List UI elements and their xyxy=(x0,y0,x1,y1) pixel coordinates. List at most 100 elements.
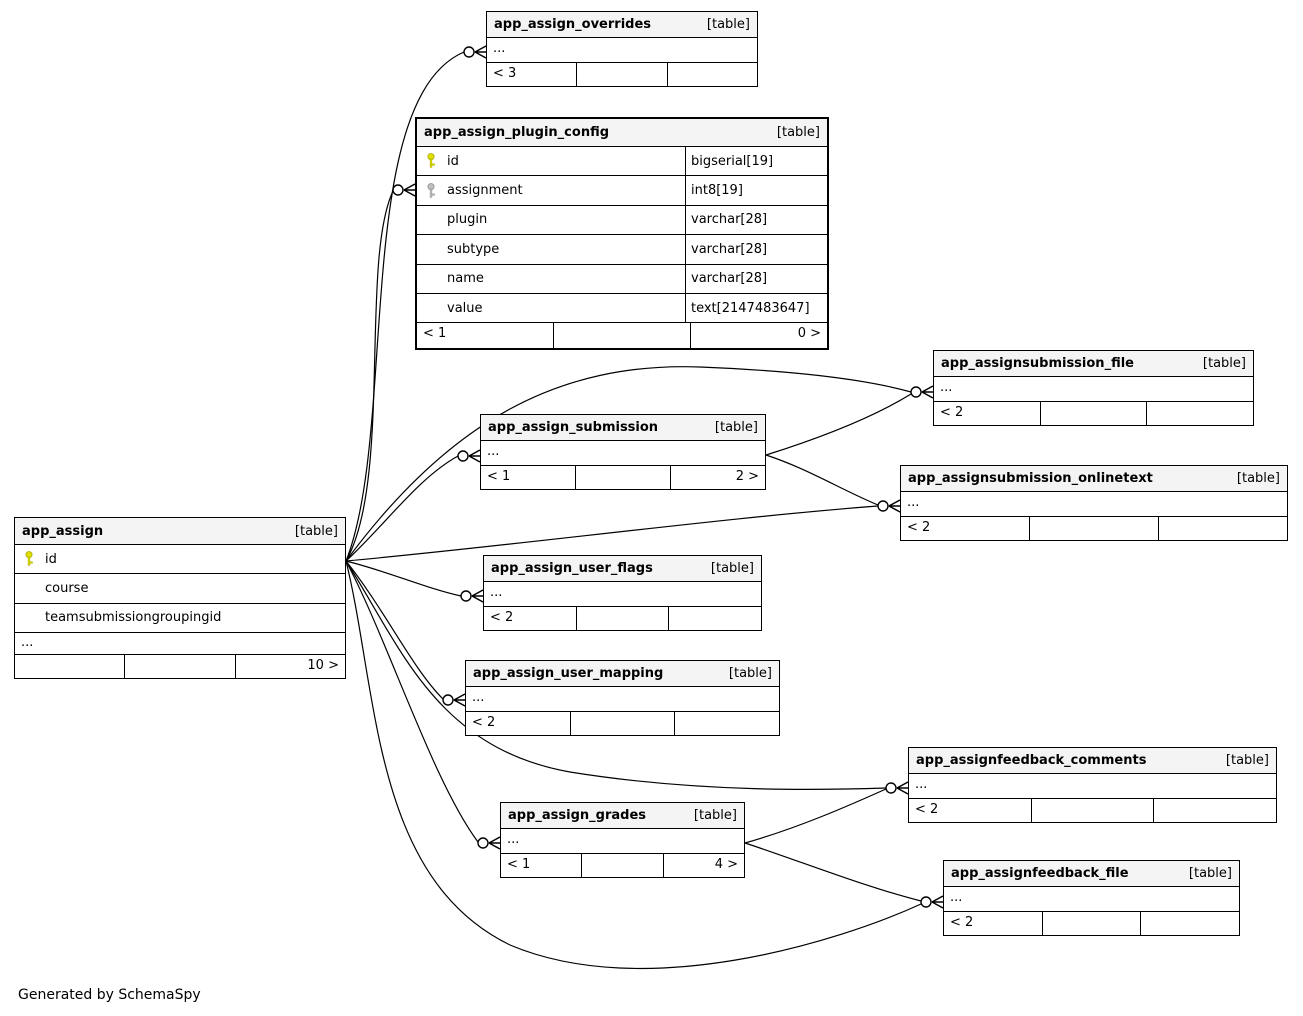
relation-assign-user-flags xyxy=(345,560,462,597)
footer-spacer xyxy=(569,712,675,735)
table-app-assign-user-mapping: app_assign_user_mapping [table] ... < 2 xyxy=(465,660,780,736)
table-header[interactable]: app_assign_user_flags [table] xyxy=(484,556,761,582)
table-header[interactable]: app_assign_user_mapping [table] xyxy=(466,661,779,687)
footer-spacer xyxy=(1039,402,1147,425)
relation-submission-submission-onlinetext xyxy=(765,454,879,506)
column-row-name: name varchar[28] xyxy=(417,264,827,294)
relation-assign-plugin-config xyxy=(345,190,394,562)
footer-spacer xyxy=(1041,912,1141,935)
relation-assign-submission xyxy=(345,455,459,562)
relation-grades-feedback-comments xyxy=(744,788,887,844)
parent-count: < 2 xyxy=(915,802,939,817)
column-type: varchar[28] xyxy=(685,235,827,264)
parent-count: < 2 xyxy=(472,715,496,730)
table-header[interactable]: app_assign_plugin_config [table] xyxy=(417,119,827,147)
table-app-assignfeedback-file: app_assignfeedback_file [table] ... < 2 xyxy=(943,860,1240,936)
collapsed-columns-row: ... xyxy=(934,377,1253,402)
footer-spacer xyxy=(124,655,234,679)
collapsed-columns-row: ... xyxy=(909,774,1276,799)
collapsed-columns-row: ... xyxy=(501,829,744,854)
table-app-assignsubmission-onlinetext: app_assignsubmission_onlinetext [table] … xyxy=(900,465,1288,541)
parent-count: < 2 xyxy=(907,520,931,535)
collapsed-columns-row: ... xyxy=(484,582,761,607)
relation-submission-submission-file xyxy=(765,393,912,456)
table-app-assign-user-flags: app_assign_user_flags [table] ... < 2 xyxy=(483,555,762,631)
column-type: varchar[28] xyxy=(685,264,827,293)
relation-assign-submission-onlinetext xyxy=(345,505,879,562)
foreign-key-icon xyxy=(427,182,435,198)
crowfoot-overrides xyxy=(463,45,487,59)
table-header[interactable]: app_assignsubmission_onlinetext [table] xyxy=(901,466,1287,492)
table-app-assign: app_assign [table] id course teamsubmiss… xyxy=(14,517,346,680)
column-name: id xyxy=(447,153,459,169)
column-row-subtype: subtype varchar[28] xyxy=(417,235,827,265)
child-count xyxy=(1146,402,1253,425)
footer-spacer xyxy=(553,323,690,349)
column-name: value xyxy=(447,300,483,316)
table-tag: [table] xyxy=(776,125,820,140)
table-footer: 10 > xyxy=(15,655,345,679)
column-name: assignment xyxy=(447,183,523,199)
column-row-value: value text[2147483647] xyxy=(417,293,827,324)
table-footer: < 2 xyxy=(901,517,1287,540)
primary-key-icon xyxy=(427,153,435,168)
table-header[interactable]: app_assignsubmission_file [table] xyxy=(934,351,1253,377)
parent-count xyxy=(15,655,124,678)
crowfoot-submission-file xyxy=(910,385,934,399)
parent-count: < 1 xyxy=(487,469,511,484)
table-tag: [table] xyxy=(693,808,737,823)
column-row-plugin: plugin varchar[28] xyxy=(417,205,827,236)
table-header[interactable]: app_assignfeedback_comments [table] xyxy=(909,748,1276,774)
table-header[interactable]: app_assign_grades [table] xyxy=(501,803,744,829)
column-type: text[2147483647] xyxy=(685,293,827,323)
table-tag: [table] xyxy=(706,17,750,32)
table-name: app_assignfeedback_comments xyxy=(916,753,1147,768)
crowfoot-user-mapping xyxy=(442,693,466,707)
table-tag: [table] xyxy=(710,561,754,576)
table-footer: < 1 0 > xyxy=(417,323,827,349)
column-name: teamsubmissiongroupingid xyxy=(45,610,222,626)
column-type: bigserial[19] xyxy=(685,147,827,176)
table-app-assign-plugin-config: app_assign_plugin_config [table] id bigs… xyxy=(415,117,829,351)
table-tag: [table] xyxy=(1236,471,1280,486)
column-row-course: course xyxy=(15,574,345,604)
crowfoot-feedback-comments xyxy=(885,781,909,795)
child-count xyxy=(1140,912,1239,935)
child-count xyxy=(674,712,779,735)
table-name: app_assignsubmission_onlinetext xyxy=(908,471,1153,486)
table-footer: < 1 4 > xyxy=(501,854,744,877)
table-app-assign-grades: app_assign_grades [table] ... < 1 4 > xyxy=(500,802,745,878)
table-tag: [table] xyxy=(728,666,772,681)
column-row-assignment: assignment int8[19] xyxy=(417,176,827,206)
table-footer: < 2 xyxy=(909,799,1276,822)
child-count: 10 > xyxy=(234,655,345,679)
crowfoot-user-flags xyxy=(460,589,484,603)
child-count: 0 > xyxy=(690,323,827,349)
table-name: app_assignfeedback_file xyxy=(951,866,1129,881)
child-count: 4 > xyxy=(662,854,744,877)
table-header[interactable]: app_assign [table] xyxy=(15,518,345,545)
child-count: 2 > xyxy=(670,466,765,489)
child-count xyxy=(668,607,761,630)
relation-assign-user-mapping xyxy=(345,560,444,700)
parent-count: < 2 xyxy=(950,915,974,930)
crowfoot-plugin-config xyxy=(392,183,416,197)
column-row-id: id xyxy=(15,545,345,575)
column-type: int8[19] xyxy=(685,176,827,205)
table-name: app_assign_user_flags xyxy=(491,561,653,576)
relation-assign-feedback-comments xyxy=(345,560,887,791)
footer-spacer xyxy=(576,63,666,86)
collapsed-columns-row: ... xyxy=(487,38,757,63)
table-tag: [table] xyxy=(1225,753,1269,768)
table-header[interactable]: app_assign_submission [table] xyxy=(481,415,765,441)
table-header[interactable]: app_assign_overrides [table] xyxy=(487,12,757,38)
crowfoot-feedback-file xyxy=(920,895,944,909)
column-name: plugin xyxy=(447,212,488,228)
table-name: app_assign_overrides xyxy=(494,17,652,32)
footer-spacer xyxy=(1030,799,1154,822)
column-type: varchar[28] xyxy=(685,205,827,235)
table-app-assign-submission: app_assign_submission [table] ... < 1 2 … xyxy=(480,414,766,490)
child-count xyxy=(1153,799,1276,822)
table-header[interactable]: app_assignfeedback_file [table] xyxy=(944,861,1239,887)
